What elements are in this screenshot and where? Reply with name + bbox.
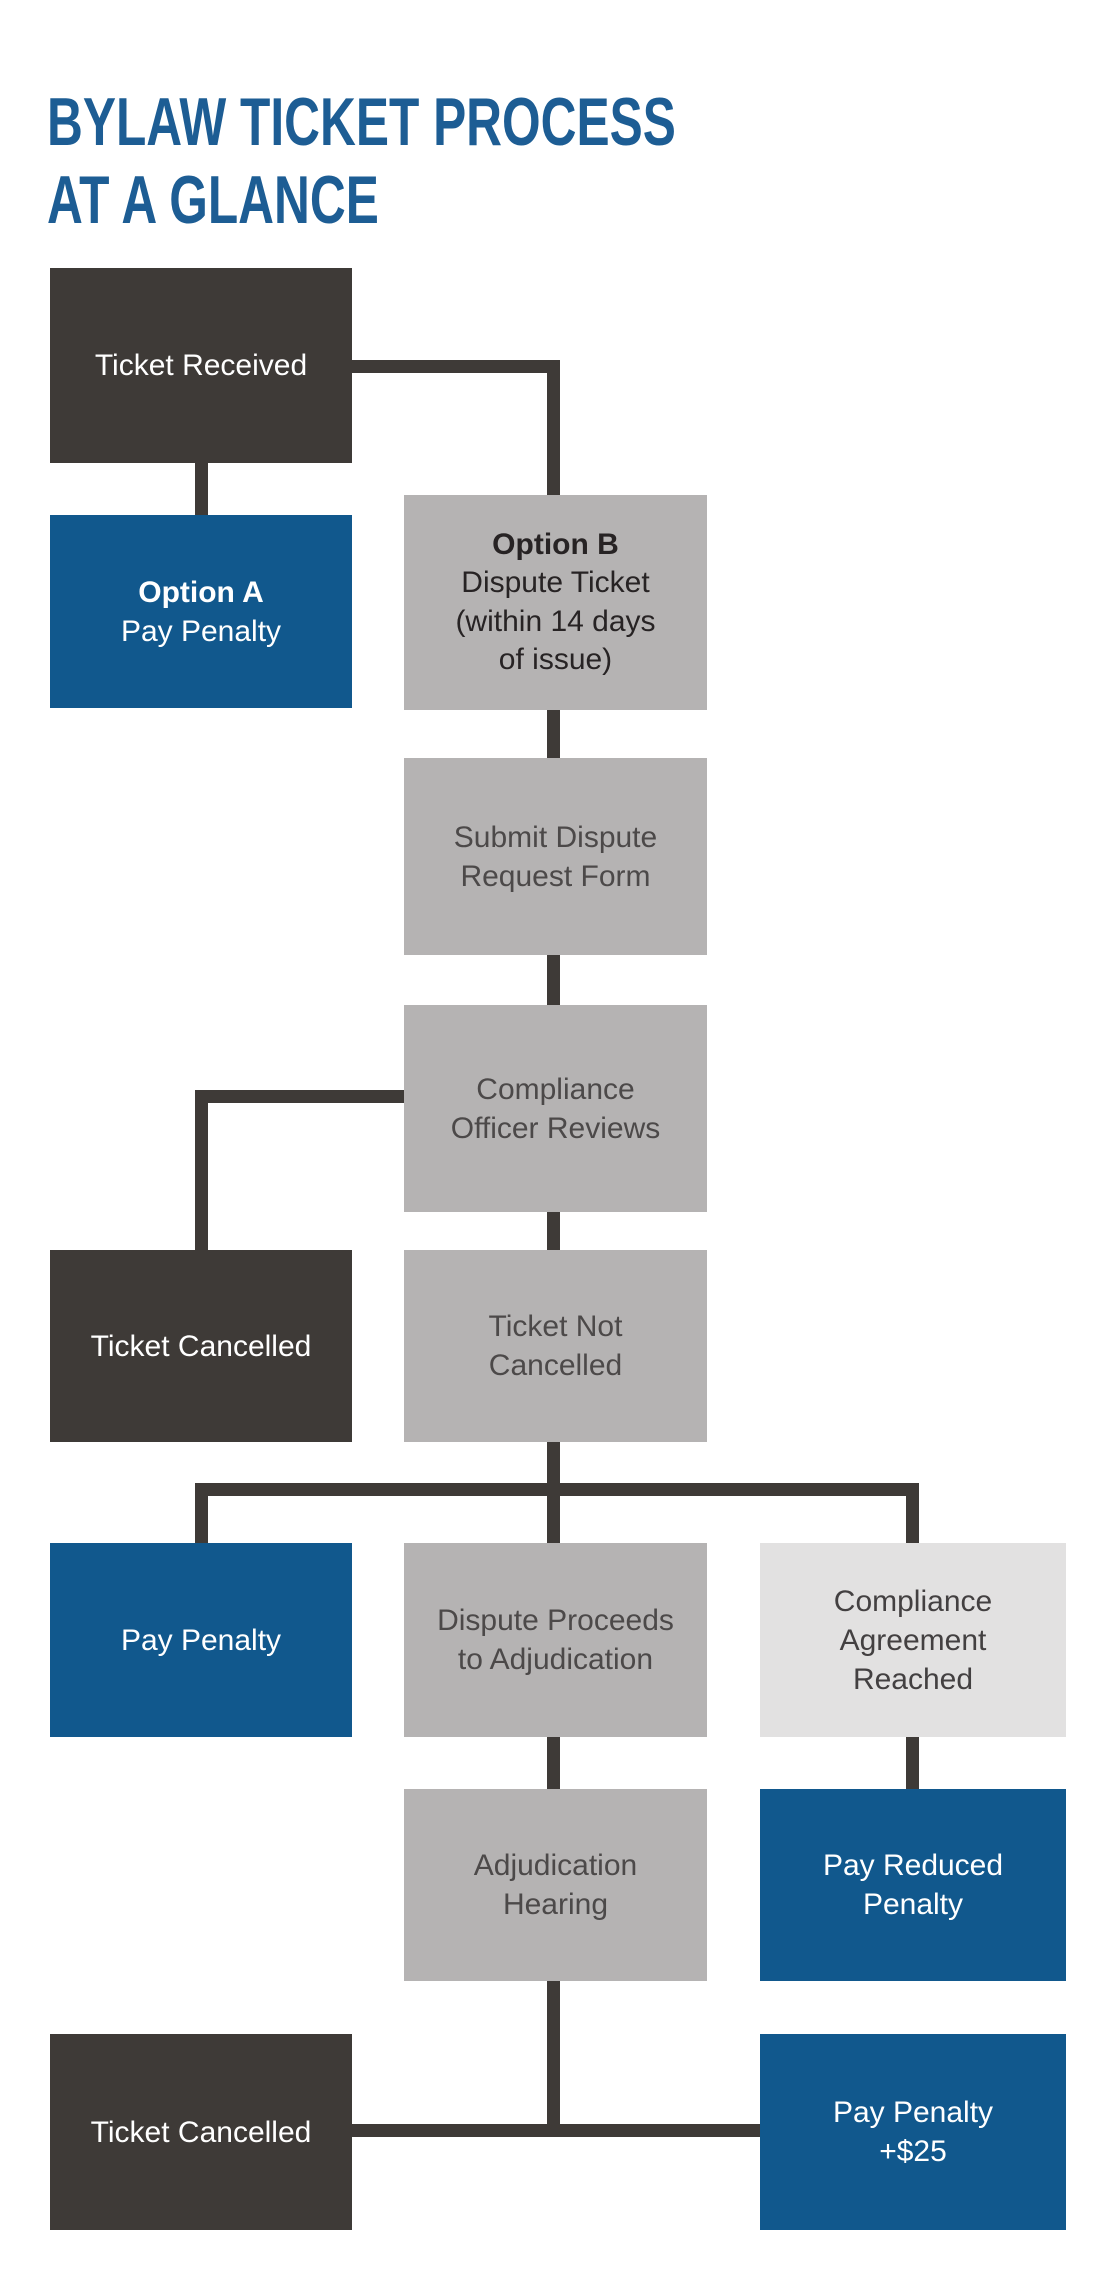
node-heading: Option B [492,528,619,562]
node-adjudication-hearing: Adjudication Hearing [404,1789,707,1981]
connector-adjudication-to-bottom [547,1981,560,2137]
node-pay-reduced-penalty: Pay Reduced Penalty [760,1789,1066,1981]
node-ticket-received: Ticket Received [50,268,352,463]
node-ticket-cancelled-second: Ticket Cancelled [50,2034,352,2230]
node-label: Compliance Officer Reviews [450,1072,661,1145]
node-label: Submit Dispute Request Form [453,820,658,893]
connector-ticket-received-to-option-b-vertical [547,360,560,497]
node-ticket-not-cancelled: Ticket Not Cancelled [404,1250,707,1442]
connector-submit-dispute-to-compliance-reviews [547,955,560,1007]
connector-ticket-received-to-option-b-horizontal [348,360,560,373]
node-option-b-dispute-ticket: Option B Dispute Ticket (within 14 days … [404,495,707,710]
node-label: Ticket Cancelled [90,2115,312,2149]
connector-compliance-reviews-to-cancelled-horizontal [195,1090,407,1103]
node-label: Pay Penalty [120,614,282,648]
node-label: Compliance Agreement Reached [833,1584,993,1696]
page-title: BYLAW TICKET PROCESS AT A GLANCE [47,84,676,238]
node-ticket-cancelled-first: Ticket Cancelled [50,1250,352,1442]
connector-compliance-reviews-to-cancelled-vertical [195,1090,208,1252]
node-label: Ticket Received [94,349,308,382]
node-label: Dispute Ticket (within 14 days of issue) [455,566,656,676]
node-label: Ticket Not Cancelled [488,1310,623,1382]
connector-branch-to-compliance-agreement [906,1483,919,1545]
connector-agreement-to-pay-reduced [906,1737,919,1791]
node-label: Dispute Proceeds to Adjudication [437,1604,674,1676]
connector-compliance-reviews-to-not-cancelled [547,1212,560,1252]
connector-option-b-to-submit-dispute [547,710,560,760]
connector-branch-horizontal [195,1483,919,1496]
connector-branch-to-pay-penalty [195,1483,208,1545]
node-label: Pay Reduced Penalty [822,1849,1004,1921]
connector-dispute-proceeds-to-adjudication [547,1737,560,1791]
node-submit-dispute-request-form: Submit Dispute Request Form [404,758,707,955]
node-label: Ticket Cancelled [90,1329,312,1363]
connector-ticket-received-to-option-a [195,463,208,517]
node-compliance-officer-reviews: Compliance Officer Reviews [404,1005,707,1212]
node-label: Adjudication Hearing [473,1849,638,1921]
node-pay-penalty: Pay Penalty [50,1543,352,1737]
node-heading: Option A [138,575,264,609]
connector-bottom-horizontal [350,2124,762,2137]
node-compliance-agreement-reached: Compliance Agreement Reached [760,1543,1066,1737]
node-label: Pay Penalty [120,1623,282,1657]
node-option-a-pay-penalty: Option A Pay Penalty [50,515,352,708]
node-label: Pay Penalty +$25 [832,2096,994,2168]
node-dispute-proceeds-to-adjudication: Dispute Proceeds to Adjudication [404,1543,707,1737]
node-pay-penalty-plus-25: Pay Penalty +$25 [760,2034,1066,2230]
